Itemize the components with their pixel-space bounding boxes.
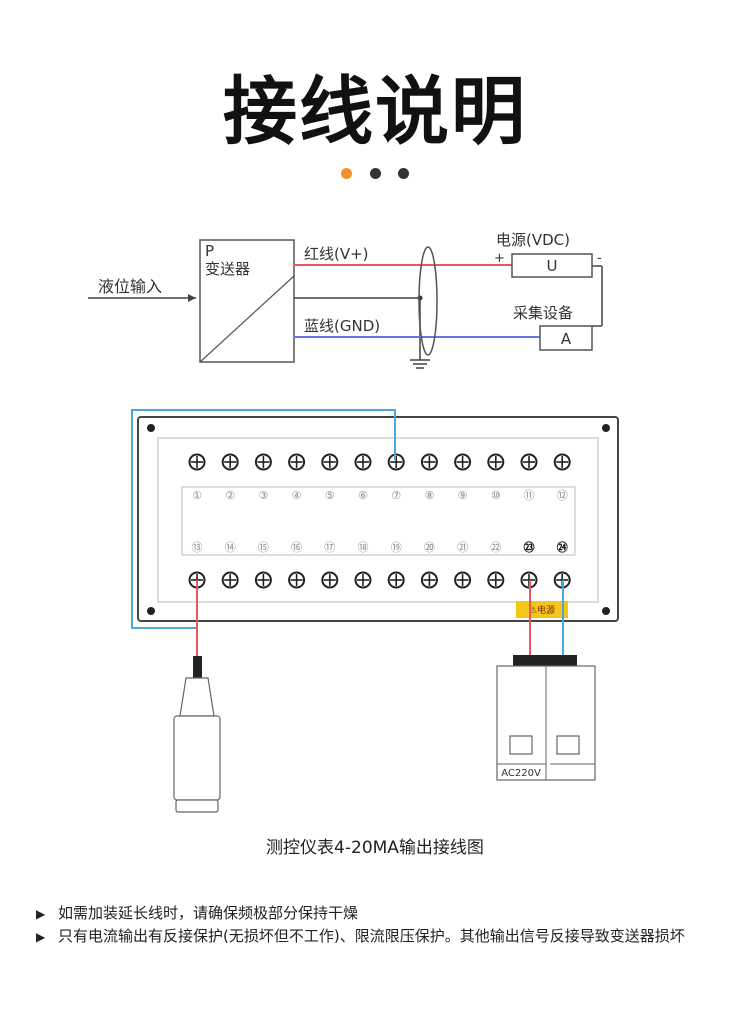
power-socket: AC220V: [496, 655, 596, 781]
mount-hole-br: [602, 607, 610, 615]
shield-ellipse: [418, 246, 438, 356]
note-item: ▶ 只有电流输出有反接保护(无损坏但不工作)、限流限压保护。其他输出信号反接导致…: [36, 925, 726, 948]
terminal-number: ⑨: [458, 489, 468, 502]
collector-box: [539, 325, 593, 351]
transmitter-name: 变送器: [205, 260, 250, 278]
terminal-number: ⑮: [258, 541, 269, 554]
terminal-number: ㉑: [457, 541, 468, 554]
power-symbol: U: [547, 257, 558, 275]
terminal-number: ⑯: [291, 541, 302, 554]
terminal-row-top: [188, 453, 571, 471]
power-label: 电源(VDC): [496, 231, 570, 249]
note-item: ▶ 如需加装延长线时，请确保频极部分保持干燥: [36, 902, 726, 925]
mount-hole-tr: [602, 424, 610, 432]
terminal-number: ⑩: [491, 489, 501, 502]
terminal-row-bottom: [188, 571, 571, 589]
transmitter-box: [199, 239, 295, 363]
terminal-numbers-bottom: ⑬ ⑭ ⑮ ⑯ ⑰ ⑱ ⑲ ⑳ ㉑ ㉒ ㉓ ㉔: [192, 540, 568, 554]
minus-sign: -: [597, 251, 602, 266]
sensor-cable-gland: [193, 656, 202, 678]
terminal-number: ⑤: [325, 489, 335, 502]
terminal-number: ⑥: [358, 489, 368, 502]
terminal-number: ⑭: [225, 541, 236, 554]
dot-orange: [341, 168, 353, 179]
note-text: 如需加装延长线时，请确保频极部分保持干燥: [58, 904, 359, 922]
terminal-number: ⑫: [557, 489, 568, 502]
socket-slot-left: [509, 735, 533, 755]
mount-hole-bl: [147, 607, 155, 615]
sensor-body: [173, 715, 221, 801]
notes-list: ▶ 如需加装延长线时，请确保频极部分保持干燥 ▶ 只有电流输出有反接保护(无损坏…: [36, 902, 726, 948]
input-arrow-icon: [188, 294, 196, 302]
red-wire-label: 红线(V+): [304, 245, 369, 263]
dot-dark-1: [369, 168, 381, 179]
bullet-icon: ▶: [36, 907, 46, 921]
terminal-number: ㉒: [490, 541, 501, 554]
mount-hole-tl: [147, 424, 155, 432]
terminal-panel: ① ② ③ ④ ⑤ ⑥ ⑦ ⑧ ⑨ ⑩ ⑪ ⑫ ⑬ ⑭ ⑮ ⑯ ⑰ ⑱ ⑲ ⑳ ㉑ ㉒ ㉓ ㉔ ⚠电源: [137, 416, 619, 622]
socket-label: AC220V: [501, 768, 541, 779]
terminal-number: ⑰: [324, 541, 335, 554]
schematic: 液位输入 P 变送器 红线(V+) 蓝线(GND) 电源(VDC) + U - …: [88, 231, 603, 369]
transmitter-diagonal: [199, 275, 295, 363]
socket-slot-right: [556, 735, 580, 755]
power-tag: ⚠电源: [529, 604, 555, 616]
terminal-number: ⑬: [192, 541, 203, 554]
terminal-number: ㉔: [557, 540, 568, 554]
terminal-number: ㉓: [524, 540, 535, 554]
blue-wire-label: 蓝线(GND): [304, 317, 380, 335]
terminal-number: ⑦: [391, 489, 401, 502]
terminal-number: ⑳: [424, 541, 435, 554]
sensor-tip: [175, 799, 219, 813]
label-strip: [181, 486, 576, 556]
terminal-number: ⑪: [524, 489, 535, 502]
terminal-number: ⑧: [424, 489, 434, 502]
plus-sign: +: [494, 251, 505, 266]
terminal-number: ②: [225, 489, 235, 502]
dot-dark-2: [397, 168, 409, 179]
terminal-number: ④: [292, 489, 302, 502]
level-sensor: [173, 656, 221, 813]
collector-label: 采集设备: [513, 304, 573, 322]
terminal-number: ⑱: [358, 541, 369, 554]
sensor-neck: [179, 677, 215, 717]
diagram-caption: 测控仪表4-20MA输出接线图: [266, 838, 484, 858]
page-title: 接线说明: [223, 69, 527, 155]
terminal-number: ③: [258, 489, 268, 502]
collector-symbol: A: [561, 330, 572, 348]
socket-top-bar: [513, 655, 577, 667]
transmitter-p: P: [205, 242, 214, 260]
decorative-dots: [0, 164, 750, 183]
note-text: 只有电流输出有反接保护(无损坏但不工作)、限流限压保护。其他输出信号反接导致变送…: [58, 927, 685, 945]
terminal-numbers-top: ① ② ③ ④ ⑤ ⑥ ⑦ ⑧ ⑨ ⑩ ⑪ ⑫: [192, 489, 568, 502]
input-label: 液位输入: [98, 277, 162, 296]
terminal-number: ⑲: [391, 541, 402, 554]
terminal-number: ①: [192, 489, 202, 502]
bullet-icon: ▶: [36, 930, 46, 944]
